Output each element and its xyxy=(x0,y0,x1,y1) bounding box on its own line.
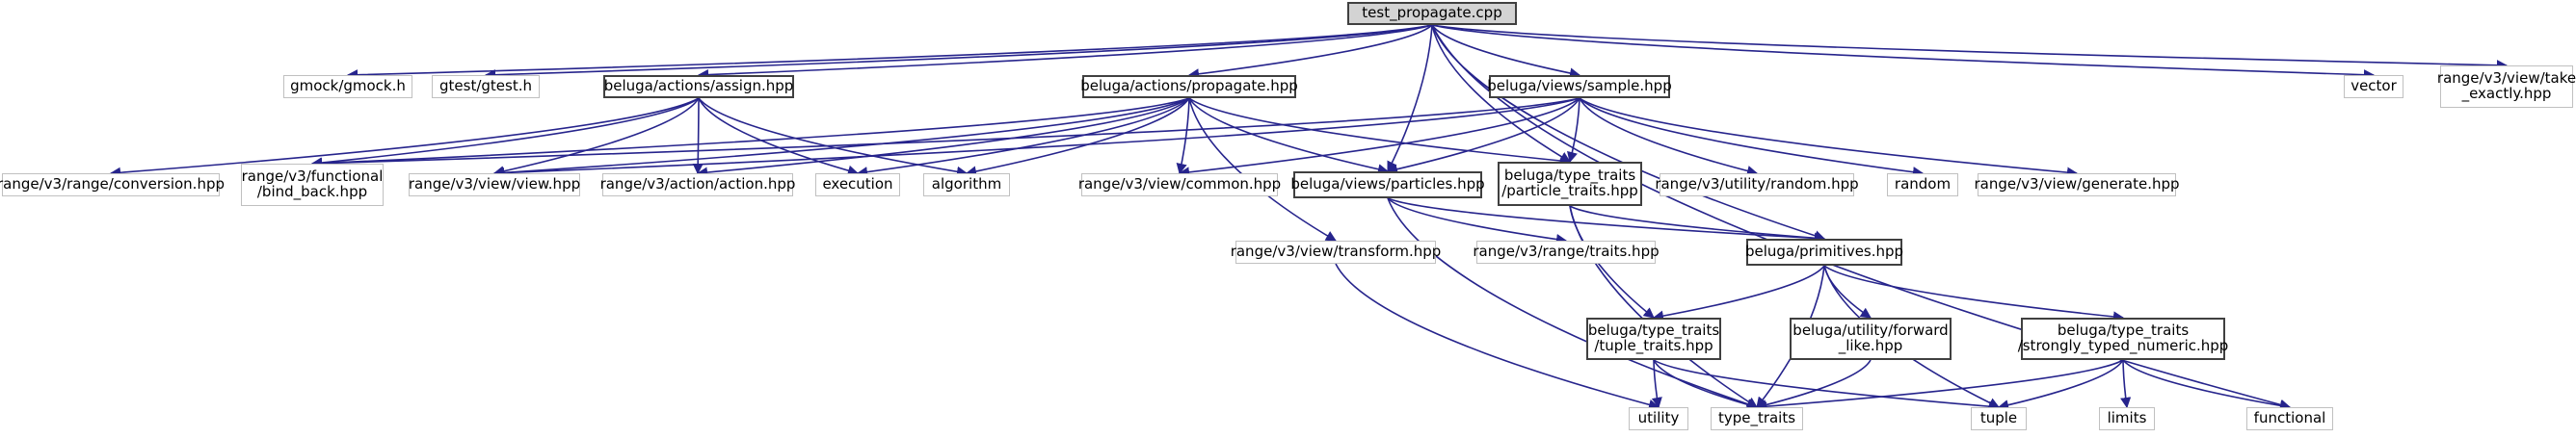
graph-node-conversion[interactable]: range/v3/range/conversion.hpp xyxy=(0,173,225,196)
graph-edge-assign-to-algorithm xyxy=(698,97,969,177)
graph-edge-transform-to-utility xyxy=(1335,263,1660,410)
graph-edge-particles-to-range_traits xyxy=(1387,197,1568,245)
graph-node-primitives[interactable]: beluga/primitives.hpp xyxy=(1745,239,1903,266)
graph-edge-strongly_typed-to-type_traits xyxy=(1755,359,2124,412)
graph-node-gmock[interactable]: gmock/gmock.h xyxy=(283,75,412,98)
graph-node-strongly_typed[interactable]: beluga/type_traits /strongly_typed_numer… xyxy=(2018,318,2228,360)
graph-edge-propagate-to-particle_traits xyxy=(1188,97,1572,167)
graph-node-gtest[interactable]: gtest/gtest.h xyxy=(432,75,540,98)
graph-node-take_exactly[interactable]: range/v3/view/take _exactly.hpp xyxy=(2437,65,2576,108)
graph-edge-propagate-to-particles xyxy=(1188,97,1390,175)
graph-edge-particle_traits-to-primitives xyxy=(1569,205,1826,244)
graph-node-tuple_traits[interactable]: beluga/type_traits /tuple_traits.hpp xyxy=(1586,318,1721,360)
graph-edge-sample-to-random xyxy=(1579,97,1925,178)
graph-edge-primitives-to-strongly_typed xyxy=(1823,265,2125,322)
graph-edge-root-to-gtest xyxy=(484,24,1433,81)
graph-node-range_traits[interactable]: range/v3/range/traits.hpp xyxy=(1473,241,1660,264)
graph-node-particles[interactable]: beluga/views/particles.hpp xyxy=(1290,171,1485,198)
graph-node-limits[interactable]: limits xyxy=(2099,407,2155,430)
graph-node-transform[interactable]: range/v3/view/transform.hpp xyxy=(1231,241,1441,264)
graph-edge-sample-to-particles xyxy=(1386,97,1580,175)
graph-node-type_traits[interactable]: type_traits xyxy=(1711,407,1803,430)
graph-edge-assign-to-execution xyxy=(698,97,860,176)
graph-node-utility[interactable]: utility xyxy=(1629,407,1688,430)
graph-node-action[interactable]: range/v3/action/action.hpp xyxy=(600,173,795,196)
graph-edge-root-to-take_exactly xyxy=(1431,24,2509,71)
graph-edge-tuple_traits-to-tuple xyxy=(1653,359,2001,412)
graph-node-random_util[interactable]: range/v3/utility/random.hpp xyxy=(1655,173,1859,196)
graph-node-assign[interactable]: beluga/actions/assign.hpp xyxy=(603,75,794,98)
graph-node-common[interactable]: range/v3/view/common.hpp xyxy=(1078,173,1281,196)
graph-node-sample[interactable]: beluga/views/sample.hpp xyxy=(1487,75,1672,98)
graph-edge-root-to-vector xyxy=(1431,24,2376,81)
graph-edge-propagate-to-viewview xyxy=(492,97,1190,178)
graph-node-particle_traits[interactable]: beluga/type_traits /particle_traits.hpp xyxy=(1498,162,1642,206)
graph-node-root[interactable]: test_propagate.cpp xyxy=(1347,2,1517,25)
graph-edge-particles-to-primitives xyxy=(1387,197,1826,245)
graph-edge-strongly_typed-to-tuple xyxy=(1997,359,2124,411)
graph-edge-sample-to-generate xyxy=(1579,97,2079,178)
graph-edge-root-to-particles xyxy=(1387,24,1433,173)
graph-edge-particle_traits-to-type_traits xyxy=(1569,205,1758,408)
graph-node-random[interactable]: random xyxy=(1887,173,1958,196)
graph-edge-sample-to-viewview xyxy=(492,97,1580,179)
graph-edge-root-to-sample xyxy=(1431,24,1581,79)
graph-node-viewview[interactable]: range/v3/view/view.hpp xyxy=(409,173,580,196)
graph-edge-assign-to-viewview xyxy=(492,97,700,177)
graph-edge-sample-to-common xyxy=(1178,97,1580,178)
graph-edge-assign-to-bind_back xyxy=(310,97,700,168)
graph-edge-propagate-to-action xyxy=(696,97,1190,178)
graph-node-execution[interactable]: execution xyxy=(815,173,900,196)
graph-edge-particles-to-type_traits xyxy=(1387,197,1759,410)
graph-edge-sample-to-random_util xyxy=(1579,97,1759,176)
graph-edge-sample-to-bind_back xyxy=(310,97,1580,169)
graph-edge-sample-to-particle_traits xyxy=(1567,97,1580,164)
graph-node-algorithm[interactable]: algorithm xyxy=(923,173,1010,196)
graph-edge-root-to-propagate xyxy=(1187,24,1433,80)
graph-edge-primitives-to-tuple_traits xyxy=(1652,265,1825,322)
graph-node-vector[interactable]: vector xyxy=(2344,75,2403,98)
graph-edge-assign-to-conversion xyxy=(109,97,700,178)
graph-edge-propagate-to-execution xyxy=(856,97,1190,178)
graph-edge-strongly_typed-to-functional xyxy=(2122,359,2292,411)
graph-node-functional[interactable]: functional xyxy=(2246,407,2333,430)
graph-edge-root-to-gmock xyxy=(346,24,1433,81)
graph-edge-propagate-to-common xyxy=(1176,97,1190,175)
graph-node-forward_like[interactable]: beluga/utility/forward _like.hpp xyxy=(1790,318,1952,360)
graph-node-propagate[interactable]: beluga/actions/propagate.hpp xyxy=(1080,75,1298,98)
graph-edge-root-to-assign xyxy=(697,24,1433,81)
graph-node-tuple[interactable]: tuple xyxy=(1971,407,2027,430)
graph-edge-propagate-to-bind_back xyxy=(310,97,1190,169)
graph-edge-tuple_traits-to-utility xyxy=(1651,359,1662,409)
graph-edge-tuple_traits-to-type_traits xyxy=(1653,359,1759,410)
graph-edge-assign-to-action xyxy=(692,97,704,175)
graph-node-bind_back[interactable]: range/v3/functional /bind_back.hpp xyxy=(241,164,384,206)
graph-edge-primitives-to-forward_like xyxy=(1823,265,1872,319)
graph-edge-strongly_typed-to-limits xyxy=(2120,359,2132,409)
graph-node-generate[interactable]: range/v3/view/generate.hpp xyxy=(1975,173,2180,196)
